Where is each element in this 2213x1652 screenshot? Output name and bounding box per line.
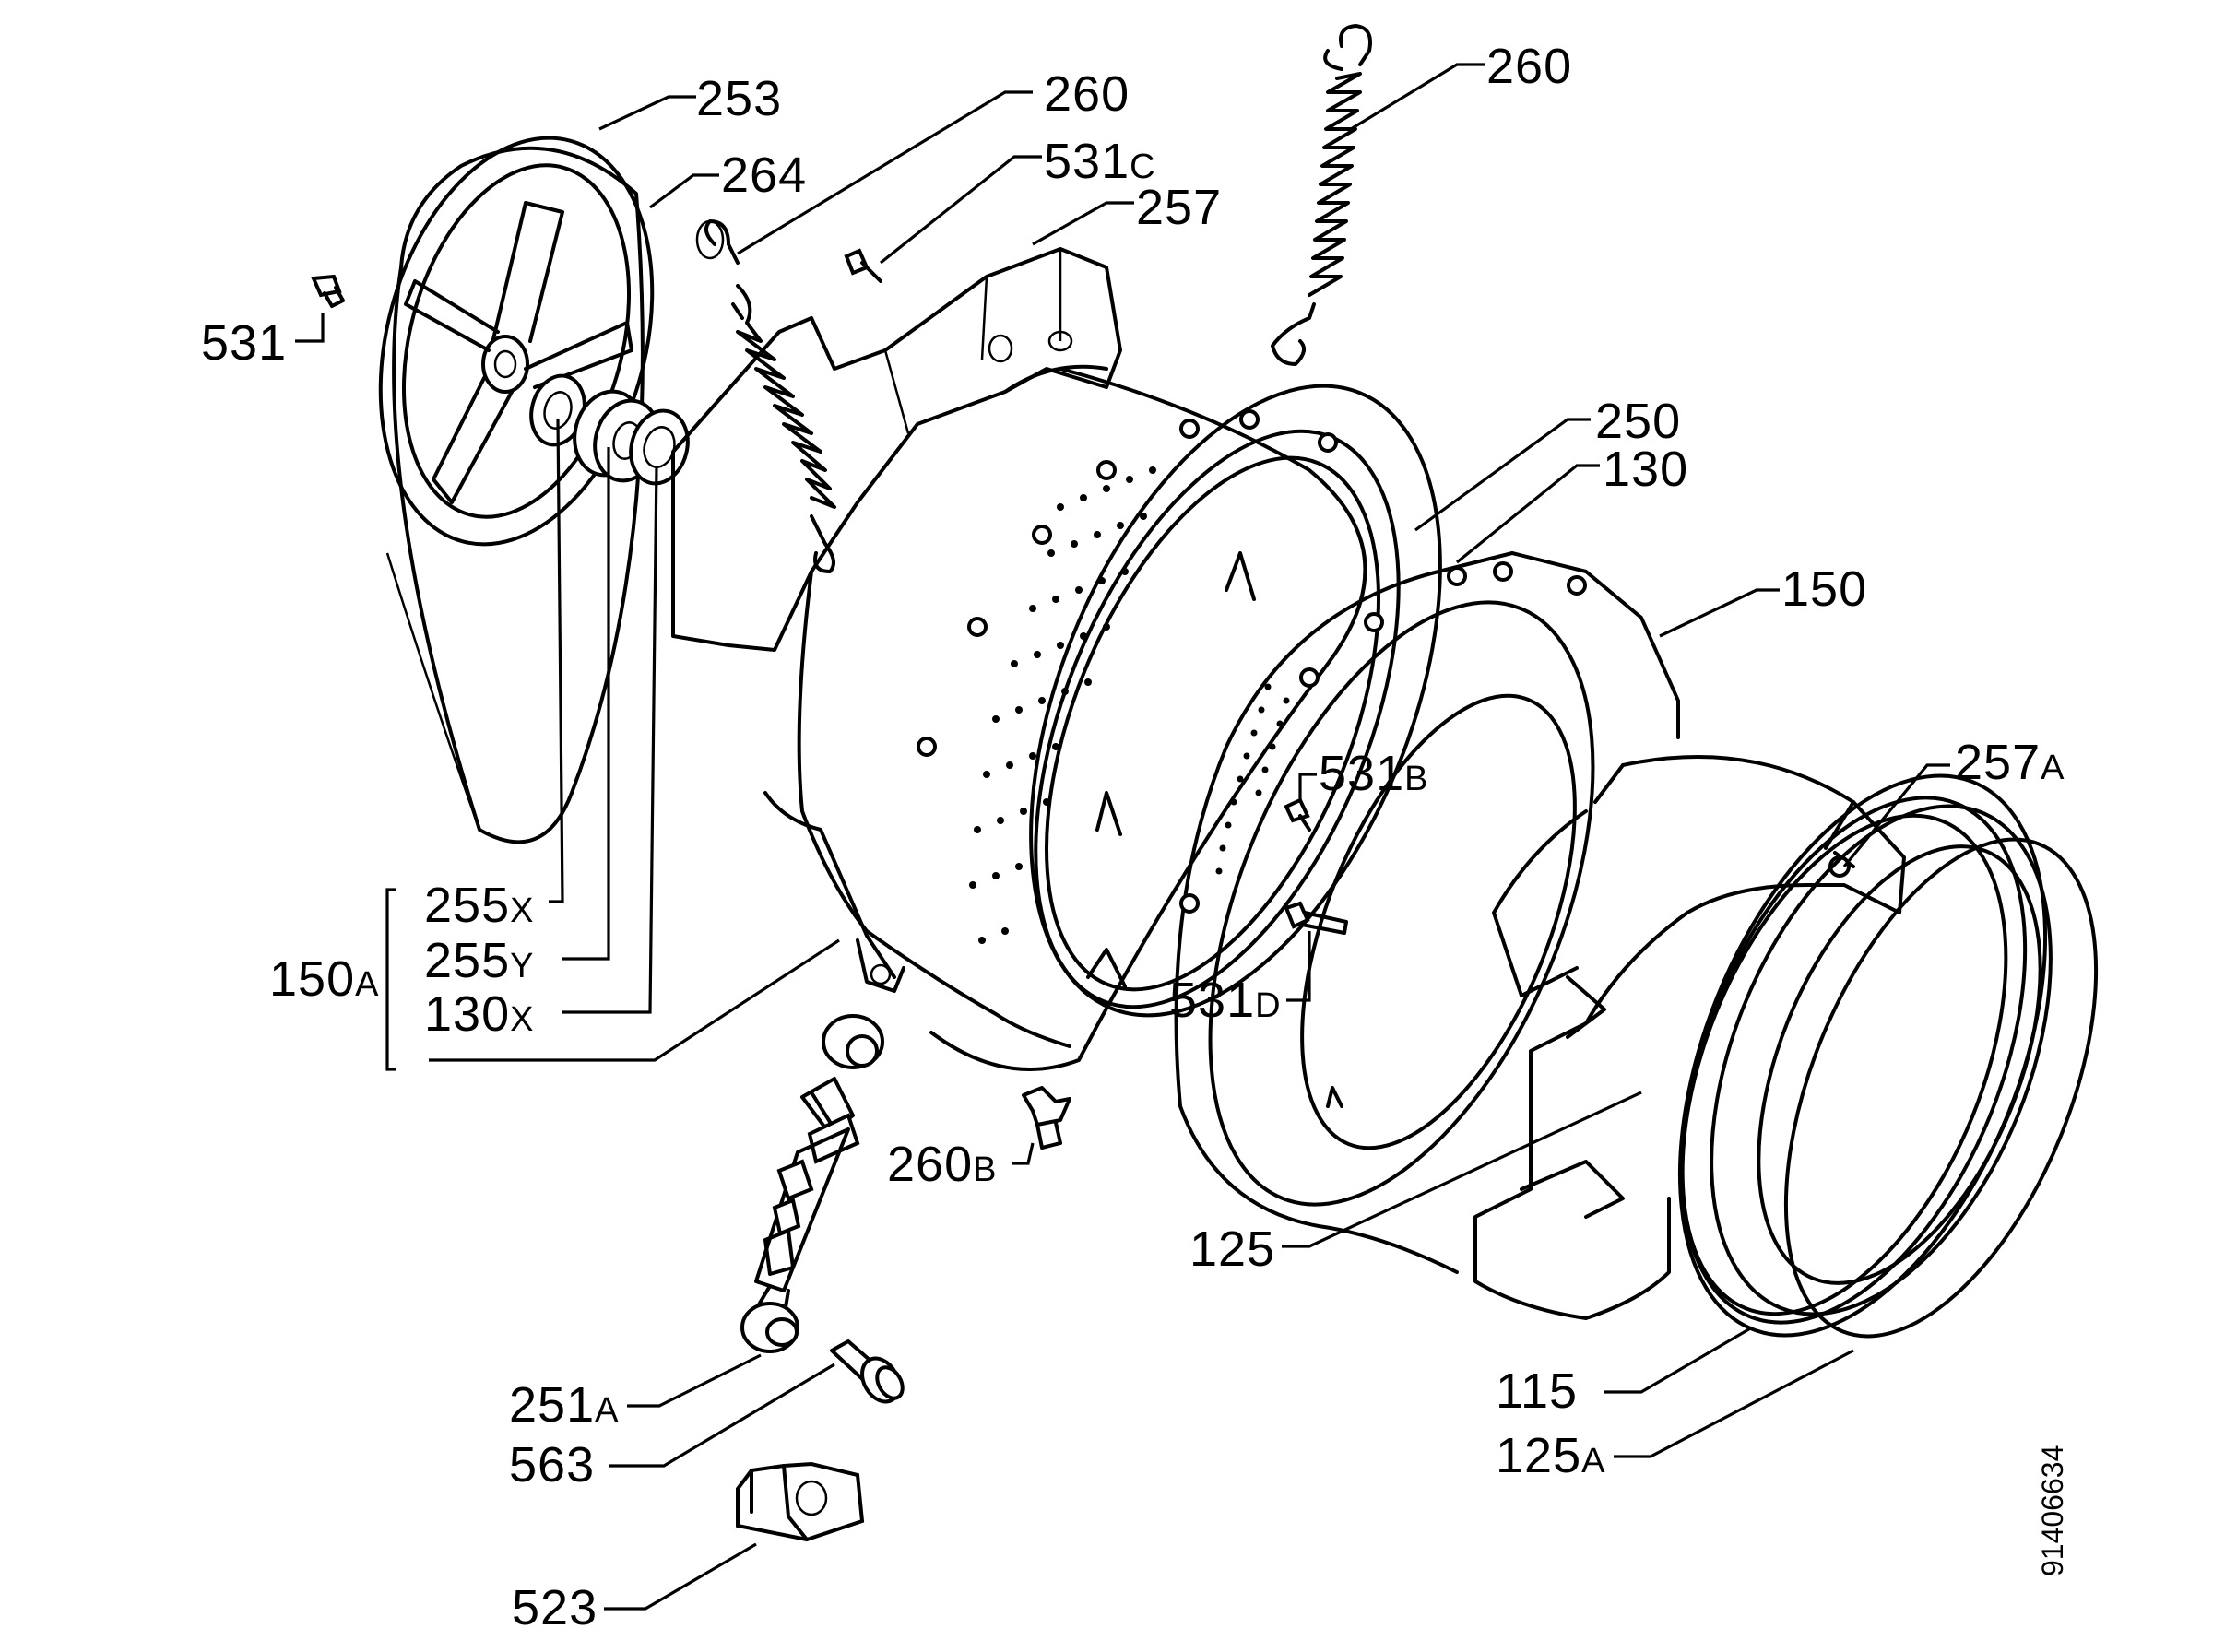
label-260b: 260B [887,1137,997,1192]
label-257: 257 [1136,180,1223,235]
part-260-spring-left [695,219,836,573]
label-150a: 150A [269,951,379,1007]
label-115: 115 [1496,1363,1579,1419]
label-531: 531 [201,315,288,371]
part-531d-bolt [1284,901,1348,935]
part-260b-clip [1022,1086,1071,1150]
part-150-tub-front [1174,551,1680,1274]
label-531b: 531B [1319,746,1428,801]
label-255y: 255Y [424,933,534,988]
document-code: 91406634 [2036,1445,2069,1576]
part-531b-screw [1284,797,1311,832]
label-531d: 531D [1169,973,1281,1028]
tub-front-perforations [1215,683,1290,875]
label-264: 264 [721,148,808,203]
part-531-screw [311,274,345,308]
label-125: 125 [1189,1221,1276,1277]
label-257a: 257A [1955,735,2065,790]
label-523: 523 [512,1580,598,1635]
label-563: 563 [509,1437,596,1493]
part-531c-screw [844,248,882,283]
label-260-top-left: 260 [1044,66,1130,122]
label-150: 150 [1781,561,1868,617]
drum-perforations [969,466,1156,944]
label-260-top-right: 260 [1486,39,1573,94]
part-250-drum [929,367,1442,1071]
label-130x: 130X [424,986,534,1042]
label-130: 130 [1603,442,1689,497]
label-250: 250 [1595,394,1682,449]
leader-lines [295,63,1950,1611]
part-257a-counterweight [1473,755,1906,1320]
part-257-tub-rear [671,247,1122,1048]
label-125a: 125A [1496,1428,1605,1483]
part-260-spring-right [1271,24,1372,366]
label-253: 253 [696,71,783,126]
part-115-door-seal [1677,773,2053,1338]
part-563-pin [830,1339,905,1404]
tub-bolts [917,409,1338,757]
part-253-pulley [378,136,655,844]
part-251a-shock-absorber [740,1014,884,1353]
label-251a: 251A [509,1377,619,1433]
part-523-mount [736,1461,865,1542]
label-531c: 531C [1044,134,1155,189]
part-125a-clamp-ring [1783,837,2099,1339]
label-255x: 255X [424,878,534,933]
